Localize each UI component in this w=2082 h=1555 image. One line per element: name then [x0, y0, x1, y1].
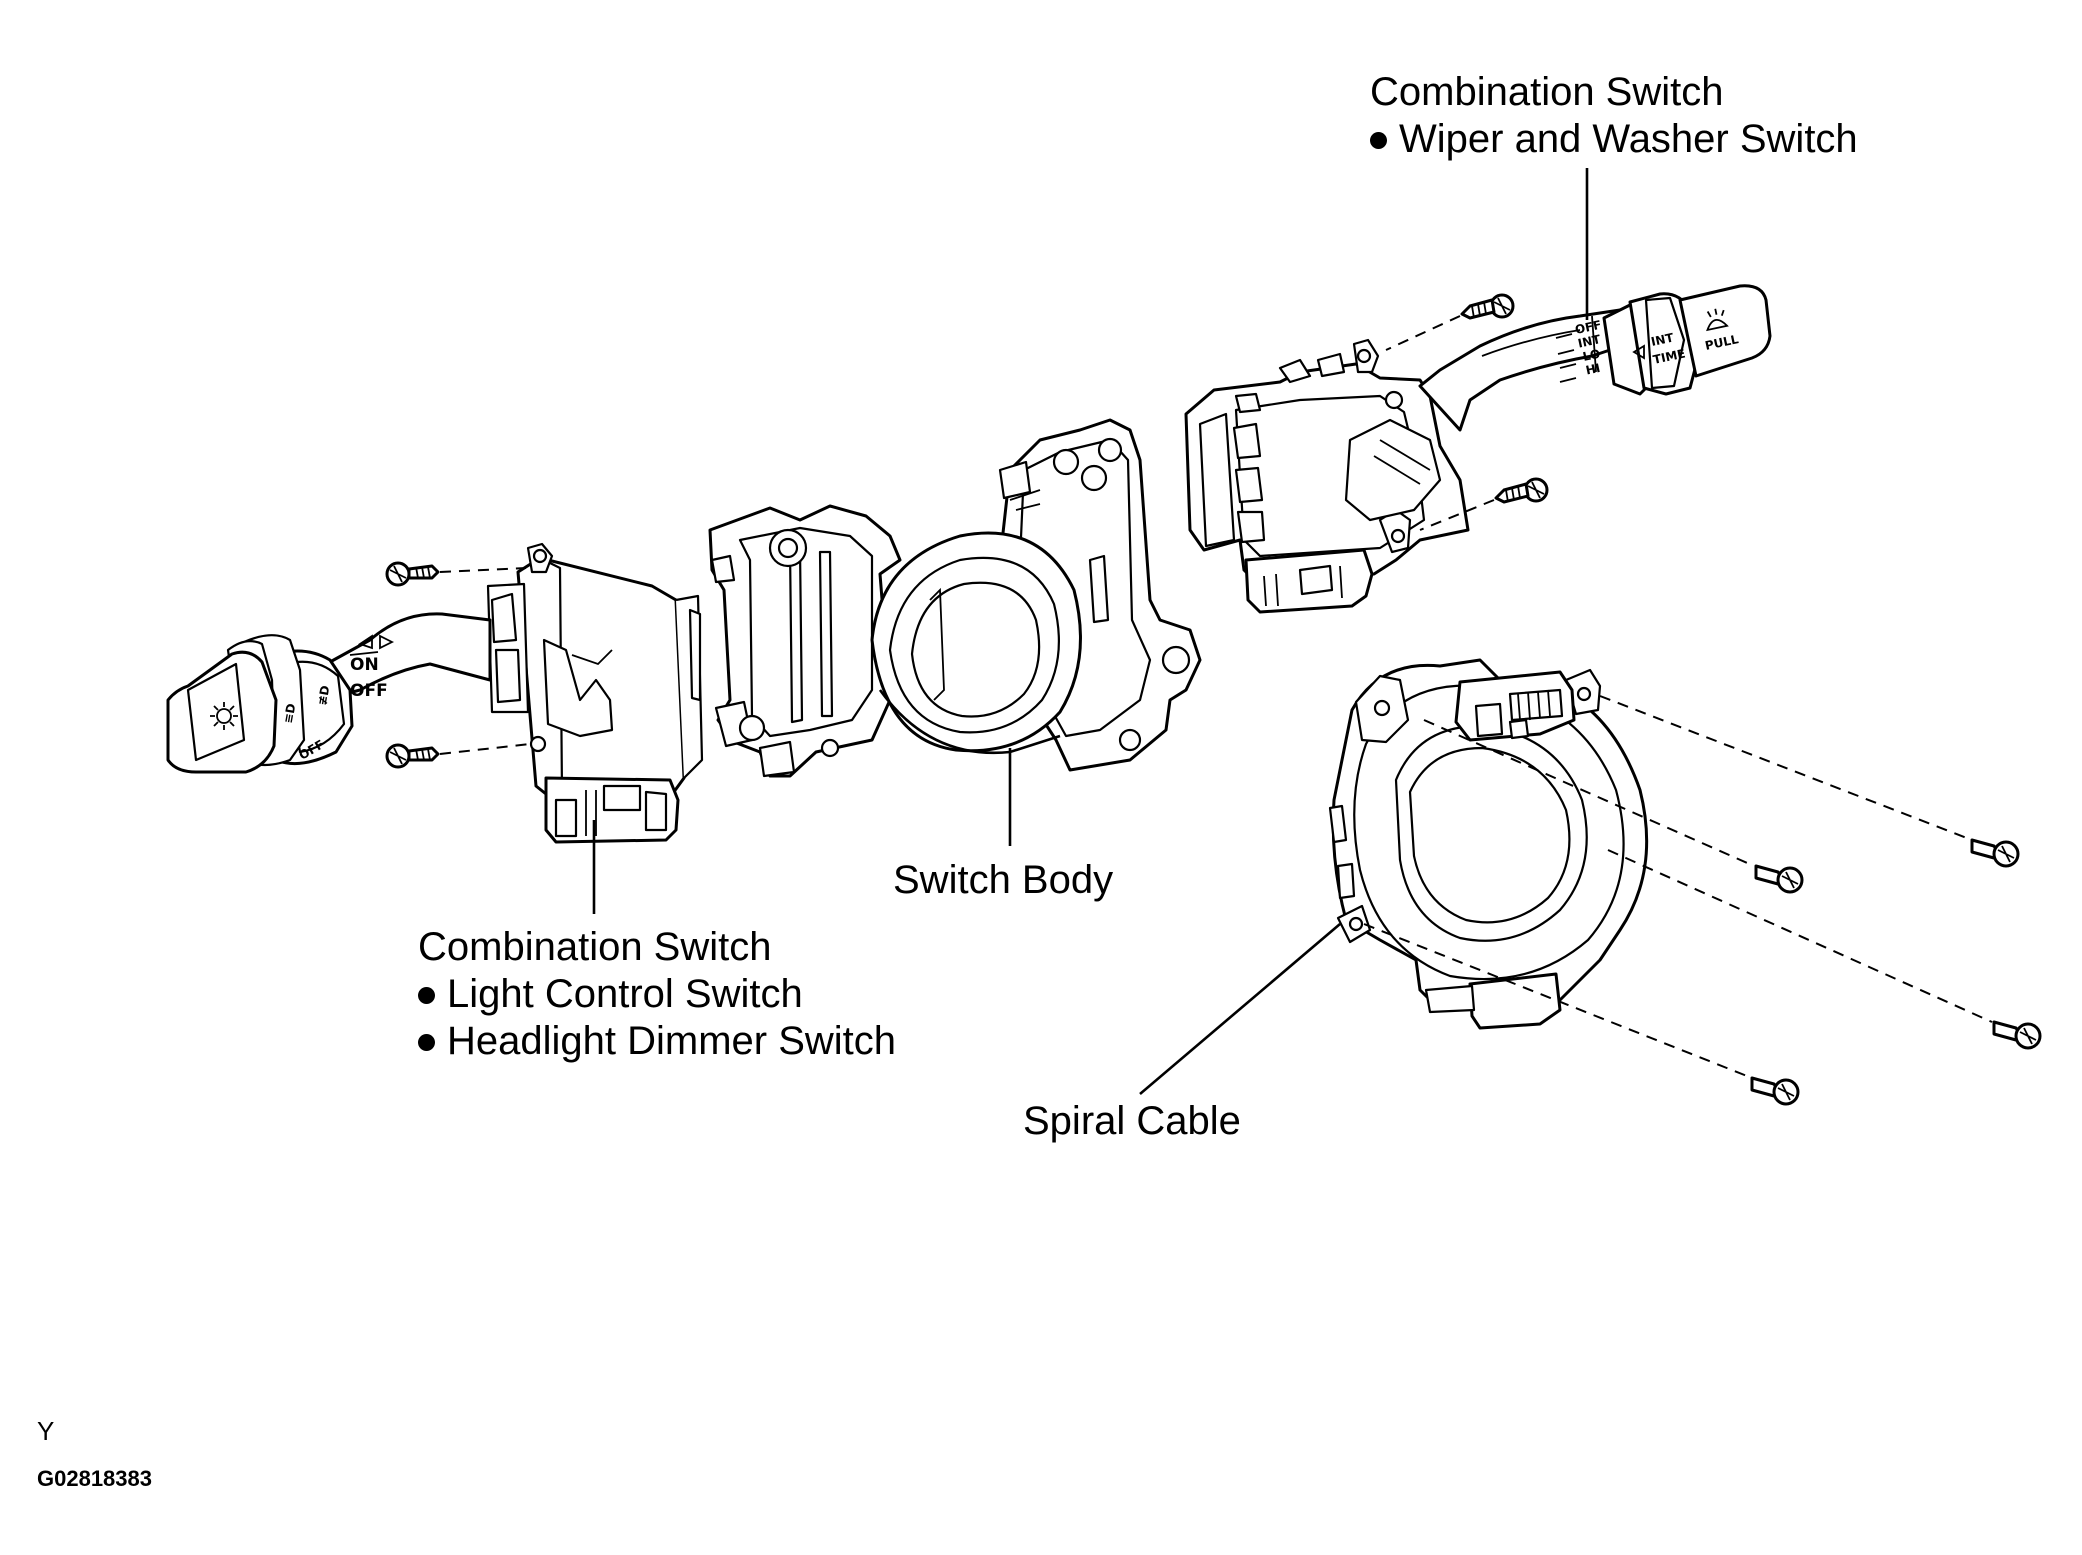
wiper-switch-label-title: Combination Switch: [1370, 70, 1724, 114]
bullet-icon: [418, 1034, 435, 1051]
light-lever-on-legend: ON: [350, 655, 379, 675]
wiper-switch-label: Combination Switch Wiper and Washer Swit…: [1370, 69, 1858, 163]
wiper-position-off-legend: OFF: [1574, 318, 1603, 337]
light-switch-label: Combination Switch Light Control Switch …: [418, 924, 896, 1065]
spiral-cable-screw-1: [1599, 695, 2020, 868]
switch-body-label: Switch Body: [893, 858, 1114, 902]
bullet-icon: [418, 987, 435, 1004]
light-lever-off-legend: OFF: [350, 681, 388, 701]
spiral-cable-screw-3: [1607, 849, 2042, 1050]
wiper-washer-switch-drawing: OFF INT LO HI INT TIME PULL: [1184, 284, 1772, 614]
light-switch-lower-screw: [385, 743, 531, 769]
light-switch-label-item-1: Light Control Switch: [418, 971, 896, 1018]
wiper-position-int-legend: INT: [1577, 332, 1603, 351]
spiral-cable-screw-2: [1423, 719, 1804, 894]
light-switch-label-title: Combination Switch: [418, 925, 772, 969]
wiper-int-legend: INT: [1650, 330, 1676, 349]
svg-text:≢D: ≢D: [315, 684, 332, 706]
wiper-pull-legend: PULL: [1704, 332, 1740, 353]
wiper-switch-upper-screw: [1385, 293, 1515, 351]
bullet-icon: [1370, 132, 1387, 149]
footer-code: Y: [37, 1416, 55, 1446]
svg-text:≡D: ≡D: [281, 702, 298, 724]
light-switch-label-item-2: Headlight Dimmer Switch: [418, 1018, 896, 1065]
wiper-switch-label-item: Wiper and Washer Switch: [1370, 116, 1858, 163]
spiral-cable-leader-line: [1139, 923, 1341, 1095]
spiral-cable-screw-4: [1363, 923, 1800, 1106]
wiper-time-legend: TIME: [1652, 346, 1687, 367]
spiral-cable-label: Spiral Cable: [1023, 1099, 1241, 1143]
spiral-cable-drawing: [1328, 658, 1649, 1030]
wiper-position-lo-legend: LO: [1581, 347, 1601, 364]
switch-body-drawing: [708, 418, 1202, 778]
light-control-switch-drawing: ≡D ≢D OFF ON OFF: [166, 542, 704, 844]
wiper-switch-lower-screw: [1419, 477, 1549, 531]
figure-id: G02818383: [37, 1466, 152, 1491]
light-switch-upper-screw: [385, 561, 527, 587]
wiper-position-hi-legend: HI: [1584, 361, 1601, 378]
